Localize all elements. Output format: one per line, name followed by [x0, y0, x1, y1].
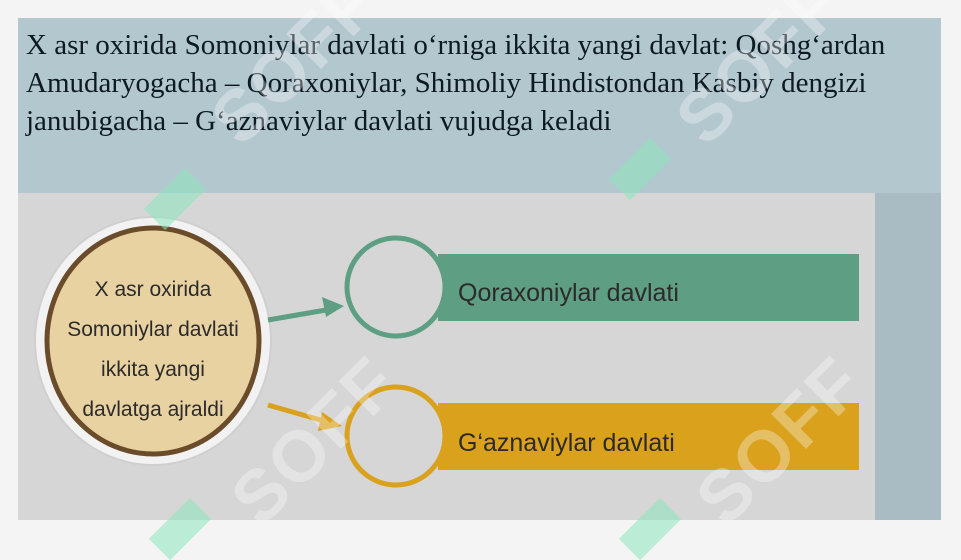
branch-gaznaviylar-label: G‘aznaviylar davlati [458, 429, 675, 457]
slide: X asr oxirida Somoniylar davlati o‘rniga… [18, 18, 941, 520]
diagram: X asr oxirida Somoniylar davlati ikkita … [34, 216, 859, 488]
branch-gaznaviylar: G‘aznaviylar davlati [344, 384, 859, 488]
diagram-panel: X asr oxirida Somoniylar davlati ikkita … [18, 193, 875, 520]
center-node-line-1: X asr oxirida [95, 278, 212, 301]
branch-qoraxoniylar: Qoraxoniylar davlati [344, 235, 859, 339]
arrow-bottom [267, 402, 342, 431]
branch-gaznaviylar-circle [344, 384, 448, 488]
slide-text: X asr oxirida Somoniylar davlati o‘rniga… [26, 29, 886, 137]
center-node-line-2: Somoniylar davlati [67, 318, 239, 341]
center-node: X asr oxirida Somoniylar davlati ikkita … [34, 216, 272, 466]
branch-qoraxoniylar-bar [438, 254, 859, 321]
arrow-top [267, 297, 344, 323]
center-node-line-4: davlatga ajraldi [82, 398, 223, 421]
text-box: X asr oxirida Somoniylar davlati o‘rniga… [18, 18, 941, 193]
branch-qoraxoniylar-label: Qoraxoniylar davlati [458, 279, 679, 307]
branch-gaznaviylar-bar [438, 403, 859, 470]
branch-qoraxoniylar-circle [344, 235, 448, 339]
center-node-line-3: ikkita yangi [101, 358, 205, 381]
